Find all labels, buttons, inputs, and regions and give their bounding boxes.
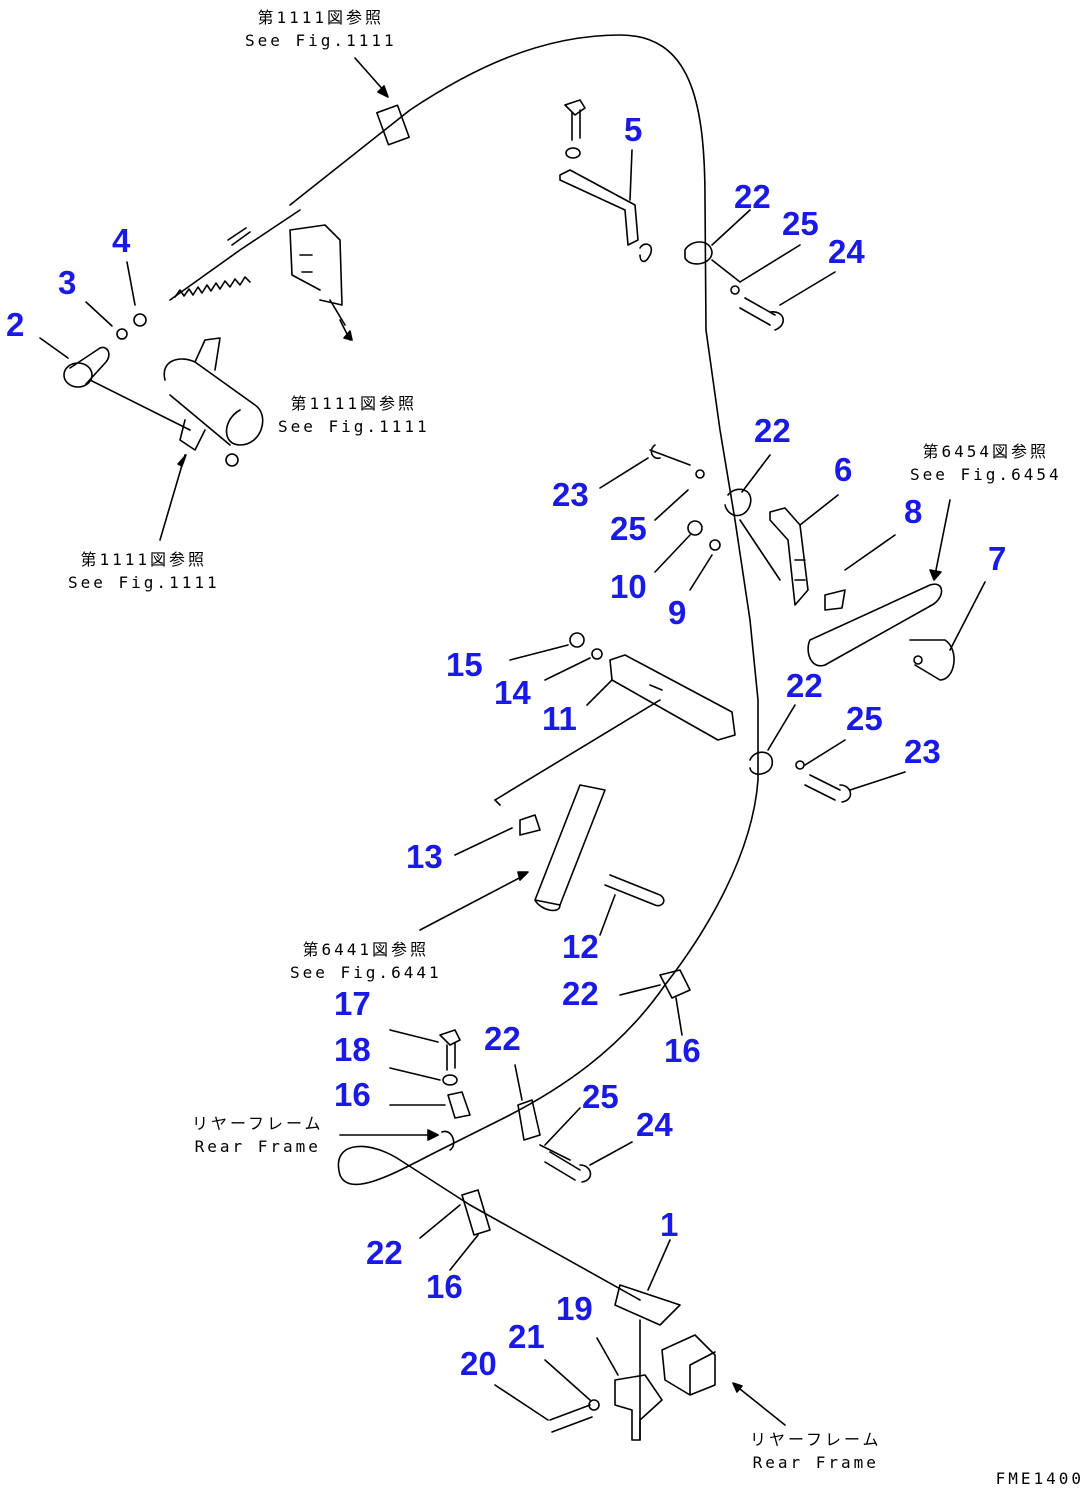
reference-jp: 第1111図参照	[257, 8, 385, 27]
reference-note: リヤーフレーム Rear Frame	[192, 1112, 324, 1158]
plate-ref	[534, 784, 606, 912]
reference-jp: 第1111図参照	[80, 550, 208, 569]
clamp-22-top	[684, 241, 713, 265]
callout-17: 17	[334, 985, 371, 1022]
reference-note: 第1111図参照 See Fig.1111	[68, 548, 220, 594]
callout-14: 14	[494, 674, 531, 711]
callout-20: 20	[460, 1345, 497, 1382]
callout-22-e: 22	[484, 1020, 521, 1057]
reference-jp: 第1111図参照	[290, 394, 418, 413]
reference-en: See Fig.6441	[290, 963, 442, 983]
callout-2: 2	[6, 306, 25, 343]
reference-en: Rear Frame	[194, 1137, 321, 1157]
callout-24-a: 24	[828, 233, 865, 270]
pin-part-12	[604, 874, 665, 907]
figure-code: FME1400	[995, 1469, 1084, 1488]
callout-3: 3	[58, 264, 77, 301]
reference-jp: リヤーフレーム	[192, 1114, 324, 1133]
bolt-part-24-top	[739, 297, 784, 331]
tube-part-7	[807, 583, 943, 667]
bolt-part-24-lower	[544, 1151, 592, 1183]
bolt-part-5	[564, 99, 586, 141]
callout-21: 21	[508, 1318, 545, 1355]
control-cable	[289, 34, 759, 1301]
cable-end-part-1	[614, 1284, 681, 1326]
reference-en: See Fig.1111	[278, 417, 430, 437]
upper-bracket	[289, 224, 343, 306]
callout-24-b: 24	[636, 1106, 673, 1143]
callout-11: 11	[542, 700, 577, 737]
clip-part-16-lower	[447, 1091, 471, 1119]
reference-note: リヤーフレーム Rear Frame	[750, 1428, 882, 1474]
reference-en: See Fig.6454	[910, 465, 1062, 485]
callout-6: 6	[834, 451, 853, 488]
callout-5: 5	[624, 111, 643, 148]
callout-25-d: 25	[582, 1078, 619, 1115]
callout-8: 8	[904, 493, 923, 530]
callout-25-c: 25	[846, 700, 883, 737]
bolt-part-17	[439, 1029, 461, 1071]
bolt-part-20	[549, 1404, 593, 1433]
bolt-part-23-lower	[804, 774, 852, 803]
spring	[174, 276, 251, 298]
reference-note: 第6454図参照 See Fig.6454	[910, 440, 1062, 486]
part-13	[519, 814, 541, 836]
reference-jp: 第6454図参照	[922, 442, 1050, 461]
callout-10: 10	[610, 568, 647, 605]
clamp-22-mid	[724, 488, 752, 517]
cable-end-rod	[169, 209, 301, 301]
callout-7: 7	[988, 540, 1007, 577]
callout-15: 15	[446, 646, 483, 683]
lever-boss	[163, 358, 264, 446]
block-rear-frame	[661, 1334, 716, 1396]
callout-25-b: 25	[610, 510, 647, 547]
reference-en: See Fig.1111	[245, 31, 397, 51]
callout-22-d: 22	[562, 975, 599, 1012]
callout-16-b: 16	[334, 1076, 371, 1113]
callout-18: 18	[334, 1031, 371, 1068]
bracket-part-19	[614, 1374, 663, 1441]
pin-part-2	[63, 362, 93, 388]
callout-12: 12	[562, 928, 599, 965]
callout-25-a: 25	[782, 205, 819, 242]
leader-lines	[39, 57, 986, 1421]
callout-16-c: 16	[426, 1268, 463, 1305]
bracket-part-6	[769, 507, 809, 606]
bracket-part-11	[609, 654, 736, 741]
callout-1: 1	[660, 1206, 679, 1243]
reference-en: See Fig.1111	[68, 573, 220, 593]
reference-jp: リヤーフレーム	[750, 1430, 882, 1449]
callout-9: 9	[668, 594, 687, 631]
callout-23-b: 23	[904, 733, 941, 770]
reference-note: 第1111図参照 See Fig.1111	[278, 392, 430, 438]
callout-4: 4	[112, 222, 131, 259]
callout-19: 19	[556, 1290, 593, 1327]
reference-jp: 第6441図参照	[302, 940, 430, 959]
upper-clip	[376, 104, 410, 146]
bracket-part-5	[559, 169, 639, 246]
callout-13: 13	[406, 838, 443, 875]
reference-note: 第1111図参照 See Fig.1111	[245, 6, 397, 52]
callout-22-a: 22	[734, 178, 771, 215]
callout-22-b: 22	[754, 412, 791, 449]
callout-23-a: 23	[552, 476, 589, 513]
reference-note: 第6441図参照 See Fig.6441	[290, 938, 442, 984]
part-8	[824, 589, 846, 611]
reference-en: Rear Frame	[752, 1453, 879, 1473]
clamp-22-lower	[749, 751, 773, 775]
callout-16-a: 16	[664, 1032, 701, 1069]
callout-22-f: 22	[366, 1234, 403, 1271]
callout-22-c: 22	[786, 667, 823, 704]
